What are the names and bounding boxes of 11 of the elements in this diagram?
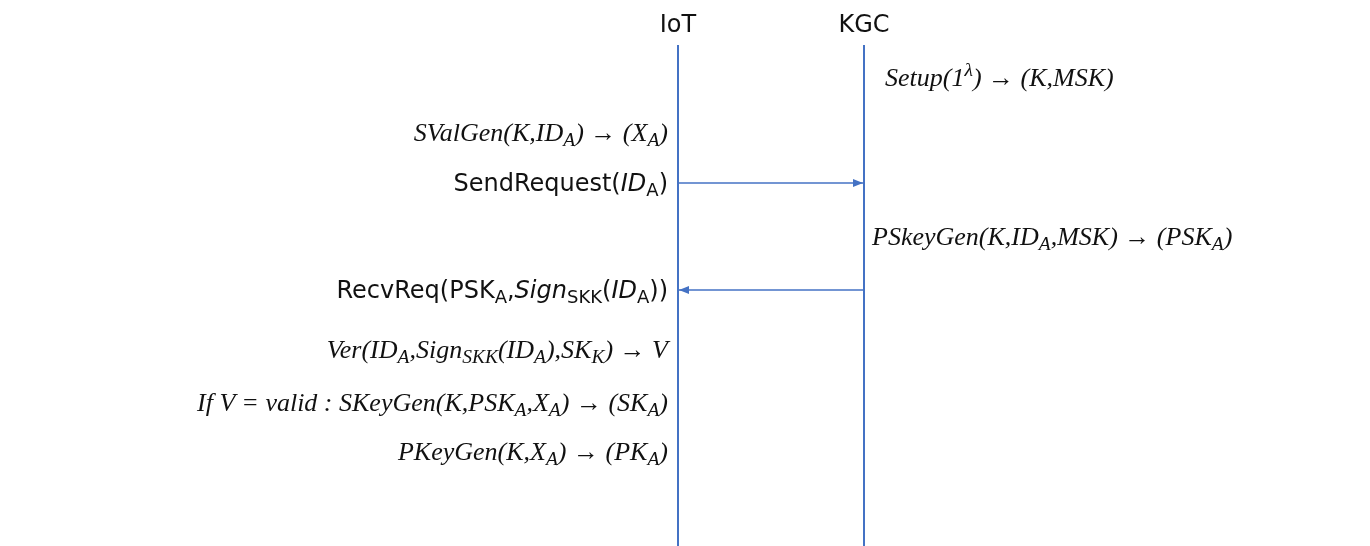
step-text: RecvReq(PSK$_{A}$,Sign$_{SK}$$_{K}$(ID$_{A}$)) — [336, 275, 668, 305]
step-text: SendRequest(ID$_{A}$) — [453, 168, 668, 198]
step-text: Setup(1$^{λ}$) → (K,MSK) — [885, 63, 1114, 93]
lifeline-heading: KGC — [838, 9, 890, 39]
message-arrow — [678, 286, 864, 294]
step-text: PSkeyGen(K,ID$_{A}$,MSK) → (PSK$_{A}$) — [872, 222, 1233, 252]
lifeline-heading: IoT — [659, 9, 697, 39]
message-arrow — [678, 179, 864, 187]
step-text: If V = valid : SKeyGen(K,PSK$_{A}$,X$_{A}$) → (SK$_{A}$) — [197, 388, 668, 418]
step-text: PKeyGen(K,X$_{A}$) → (PK$_{A}$) — [397, 437, 668, 467]
step-text: SValGen(K,ID$_{A}$) → (X$_{A}$) — [413, 118, 668, 148]
